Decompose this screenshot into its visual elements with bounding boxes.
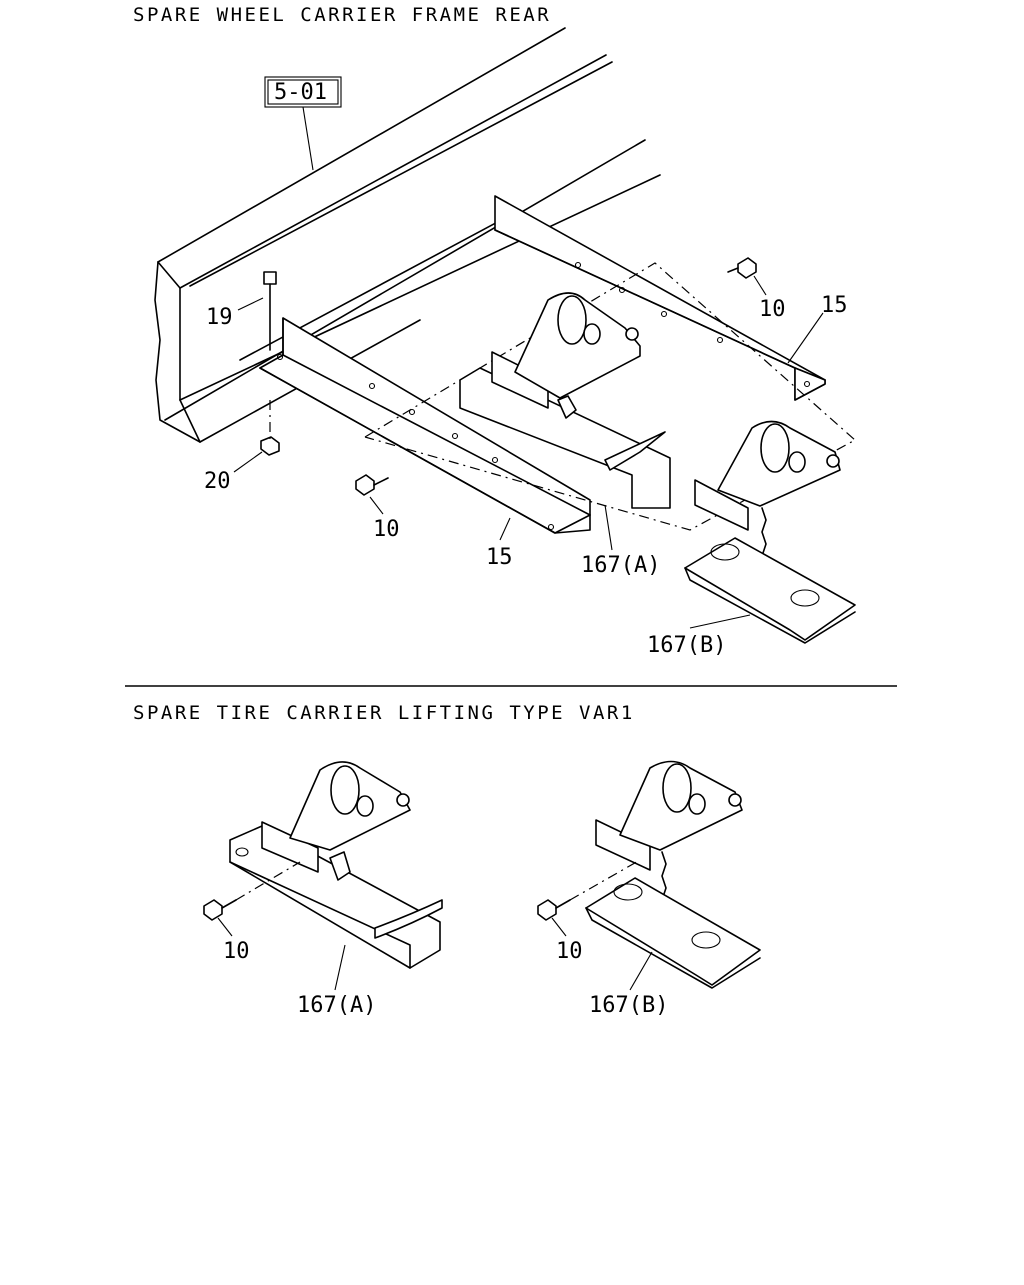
section-title-lifting-type: SPARE TIRE CARRIER LIFTING TYPE VAR1 xyxy=(133,702,635,724)
leader-167a-bottom xyxy=(334,944,346,991)
bolt-10-bottom-left-icon xyxy=(203,861,301,921)
callout-10-top-left: 10 xyxy=(373,517,400,542)
bolt-10-left-icon xyxy=(355,474,389,496)
winch-assembly-b-bottom xyxy=(585,760,761,989)
leader-167b-top xyxy=(689,614,751,629)
callout-10-bottom-left: 10 xyxy=(223,939,250,964)
reference-box[interactable]: 5-01 xyxy=(264,76,342,108)
callout-167a-top: 167(A) xyxy=(581,553,660,578)
winch-assembly-b-top xyxy=(684,420,856,644)
leader-19 xyxy=(237,297,264,311)
nut-20-icon xyxy=(260,400,280,456)
bolt-10-right-icon xyxy=(727,257,757,279)
reference-leader xyxy=(302,106,314,171)
callout-167a-bottom: 167(A) xyxy=(297,993,376,1018)
bolt-19-icon xyxy=(263,271,277,351)
leader-167a-top xyxy=(604,504,613,551)
callout-167b-bottom: 167(B) xyxy=(589,993,668,1018)
leader-15-right xyxy=(787,312,824,364)
reference-box-label: 5-01 xyxy=(274,80,327,105)
callout-10-bottom-right: 10 xyxy=(556,939,583,964)
winch-assembly-a-bottom xyxy=(229,761,443,969)
callout-20: 20 xyxy=(204,469,231,494)
callout-167b-top: 167(B) xyxy=(647,633,726,658)
leader-10-bottom-left xyxy=(217,917,233,937)
callout-15-top-left: 15 xyxy=(486,545,513,570)
leader-15-left xyxy=(499,517,511,541)
leader-20 xyxy=(233,451,263,473)
callout-15-top-right: 15 xyxy=(821,293,848,318)
callout-19: 19 xyxy=(206,305,233,330)
leader-10-left xyxy=(369,496,384,515)
bracket-right-15 xyxy=(494,195,826,401)
section-title-frame-rear: SPARE WHEEL CARRIER FRAME REAR xyxy=(133,4,551,26)
bolt-10-bottom-right-icon xyxy=(537,859,641,921)
bracket-left-15 xyxy=(259,317,591,534)
callout-10-top-right: 10 xyxy=(759,297,786,322)
leader-167b-bottom xyxy=(629,951,653,991)
leader-10-right xyxy=(753,275,767,296)
leader-10-bottom-right xyxy=(551,917,567,937)
winch-assembly-a-top xyxy=(459,292,671,509)
